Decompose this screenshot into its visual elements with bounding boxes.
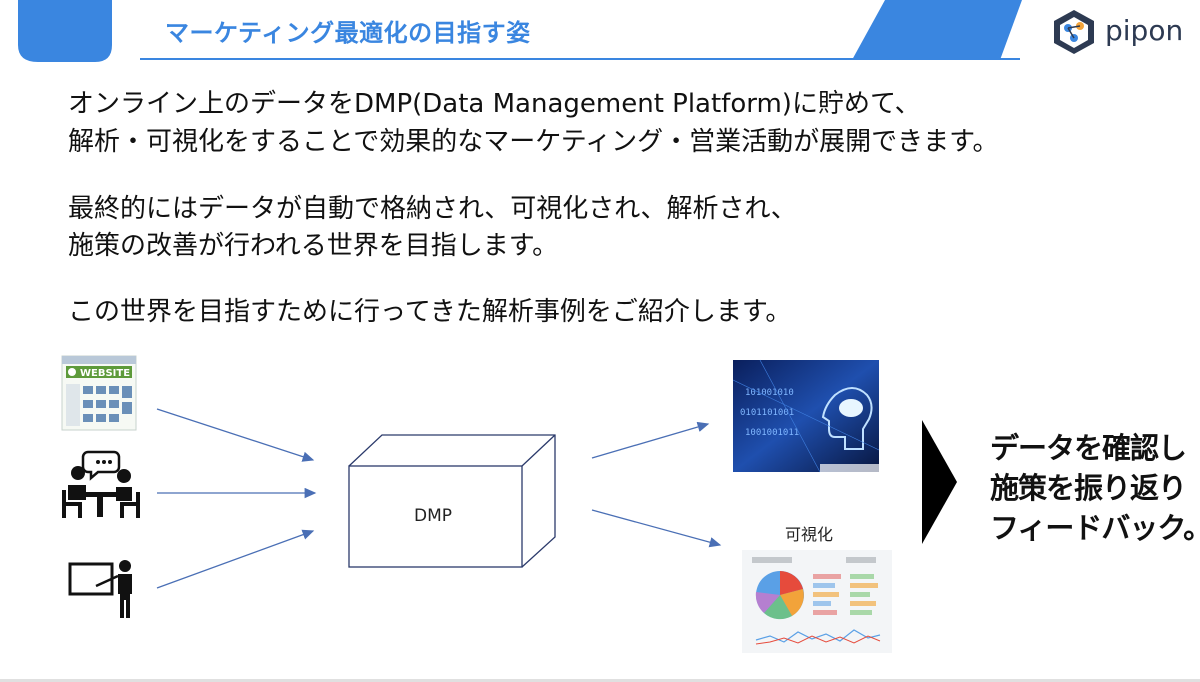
chevron-right-icon: [922, 420, 957, 544]
website-icon: WEBSITE: [61, 355, 137, 431]
page-title: マーケティング最適化の目指す姿: [165, 19, 531, 47]
arrow-website-to-dmp: [156, 408, 315, 462]
pipon-logo-icon: [1054, 10, 1094, 54]
paragraph-2-line-2: 施策の改善が行われる世界を目指します。: [68, 231, 559, 261]
header-band: [0, 0, 1094, 62]
paragraph-1-line-2: 解析・可視化をすることで効果的なマーケティング・営業活動が展開できます。: [68, 127, 999, 157]
result-line-3: フィードバック。: [990, 511, 1200, 545]
svg-text:1001001011: 1001001011: [745, 428, 799, 438]
arrow-presentation-to-dmp: [156, 529, 315, 589]
dmp-box: [348, 434, 556, 568]
dmp-label: DMP: [414, 506, 453, 526]
arrow-dmp-to-visualization: [591, 509, 722, 548]
svg-text:101001010: 101001010: [745, 388, 794, 398]
presentation-icon: [68, 560, 132, 618]
visualization-label: 可視化: [785, 525, 834, 544]
paragraph-2-line-1: 最終的にはデータが自動で格納され、可視化され、解析され、: [68, 194, 797, 224]
meeting-icon: [62, 450, 140, 518]
header-tab-shape: [0, 0, 112, 62]
paragraph-1-line-1: オンライン上のデータをDMP(Data Management Platform)…: [68, 89, 921, 119]
paragraph-3: この世界を目指すために行ってきた解析事例をご紹介します。: [68, 297, 792, 327]
logo-text: pipon: [1105, 14, 1184, 47]
footer-divider: [0, 679, 1200, 682]
dashboard-image: [742, 550, 892, 653]
header-accent-shape: [852, 0, 1022, 60]
result-line-2: 施策を振り返り: [990, 471, 1187, 505]
svg-text:0101101001: 0101101001: [740, 408, 794, 418]
result-line-1: データを確認し: [990, 431, 1187, 465]
website-icon-label: WEBSITE: [80, 368, 130, 379]
ai-brain-image: 101001010 0101101001 1001001011: [732, 359, 880, 473]
arrow-dmp-to-ai: [591, 421, 710, 459]
diagram: WEBSITE 10100: [61, 355, 957, 653]
